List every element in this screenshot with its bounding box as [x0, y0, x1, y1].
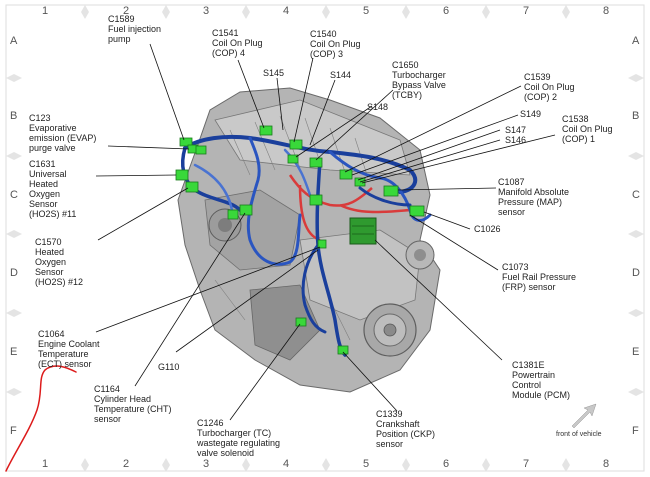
- grid-col-label: 2: [123, 458, 130, 470]
- callout-c1246: C1246 Turbocharger (TC) wastegate regula…: [197, 418, 281, 458]
- callout-s145: S145: [263, 68, 285, 78]
- grid-col-label: 8: [603, 5, 610, 17]
- grid-col-label: 1: [42, 5, 49, 17]
- grid-col-label: 6: [443, 458, 450, 470]
- grid-row-label: E: [632, 346, 640, 358]
- callout-c1538: C1538 Coil On Plug (COP) 1: [562, 114, 613, 144]
- front-of-vehicle-label: front of vehicle: [556, 431, 602, 438]
- callout-c1087: C1087 Manifold Absolute Pressure (MAP) s…: [498, 177, 570, 217]
- grid-row-label: D: [632, 267, 640, 279]
- callout-c1541: C1541 Coil On Plug (COP) 4: [212, 28, 263, 58]
- callout-c1631: C1631 Universal Heated Oxygen Sensor (HO…: [29, 159, 77, 219]
- connector-c1064: [317, 239, 327, 249]
- grid-col-label: 7: [523, 458, 530, 470]
- callout-c1064: C1064 Engine Coolant Temperature (ECT) s…: [38, 329, 100, 369]
- grid-col-label: 4: [283, 458, 290, 470]
- connector-c1339: [337, 345, 349, 355]
- grid-col-label: 3: [203, 5, 210, 17]
- connector-c1650: [309, 157, 323, 168]
- frame-ticks: [6, 5, 644, 472]
- grid-row-label: F: [10, 425, 17, 437]
- grid-col-label: 1: [42, 458, 49, 470]
- connector-c1087: [383, 185, 399, 197]
- callout-c1650: C1650 Turbocharger Bypass Valve (TCBY): [392, 60, 446, 100]
- connectors: [175, 125, 425, 355]
- callout-c1540: C1540 Coil On Plug (COP) 3: [310, 29, 361, 59]
- grid-row-label: C: [10, 189, 18, 201]
- callout-s147: S147: [505, 125, 527, 135]
- connector-c1540: [289, 139, 303, 150]
- grid-row-label: A: [10, 35, 18, 47]
- pcm-module: [349, 217, 377, 245]
- grid-col-label: 7: [523, 5, 530, 17]
- callout-c1339: C1339 Crankshaft Position (CKP) sensor: [376, 409, 436, 449]
- red-annotation-stroke: [5, 365, 77, 472]
- connector-c1631: [175, 169, 189, 181]
- connector-c1589: [179, 137, 193, 147]
- callout-c1026: C1026: [474, 224, 501, 234]
- grid-row-label: E: [10, 346, 18, 358]
- grid-col-label: 4: [283, 5, 290, 17]
- grid-col-label: 2: [123, 5, 130, 17]
- callout-c1164: C1164 Cylinder Head Temperature (CHT) se…: [94, 384, 172, 424]
- grid-row-label: F: [632, 425, 639, 437]
- callout-s149: S149: [520, 109, 542, 119]
- callout-c1539: C1539 Coil On Plug (COP) 2: [524, 72, 575, 102]
- connector-c1539: [339, 169, 353, 180]
- frame-border: [5, 4, 645, 472]
- callout-c1381e: C1381E Powertrain Control Module (PCM): [512, 360, 571, 400]
- callout-c1589: C1589 Fuel injection pump: [108, 14, 162, 44]
- front-of-vehicle-arrow-icon: [571, 403, 597, 429]
- callout-g110: G110: [158, 362, 180, 372]
- grid-col-label: 8: [603, 458, 610, 470]
- grid-col-label: 5: [363, 5, 370, 17]
- leader-lines: [95, 43, 556, 421]
- connector-c1164: [239, 204, 253, 216]
- grid-col-label: 5: [363, 458, 370, 470]
- callout-c1570: C1570 Heated Oxygen Sensor (HO2S) #12: [35, 237, 84, 287]
- callout-c1073: C1073 Fuel Rail Pressure (FRP) sensor: [502, 262, 577, 292]
- grid-row-label: B: [10, 110, 18, 122]
- grid-col-label: 6: [443, 5, 450, 17]
- connector-c1570: [185, 181, 199, 193]
- grid-row-label: A: [632, 35, 640, 47]
- connector-c1541: [259, 125, 273, 136]
- callout-s146: S146: [505, 135, 527, 145]
- grid-row-label: B: [632, 110, 640, 122]
- grid-row-label: C: [632, 189, 640, 201]
- engine-illustration: [177, 87, 441, 393]
- callout-s148: S148: [367, 102, 389, 112]
- callout-s144: S144: [330, 70, 352, 80]
- callout-c123: C123 Evaporative emission (EVAP) purge v…: [29, 113, 97, 153]
- grid-col-label: 3: [203, 458, 210, 470]
- connector-c1246: [295, 317, 307, 327]
- connector-c1026: [409, 205, 425, 217]
- grid-row-label: D: [10, 267, 18, 279]
